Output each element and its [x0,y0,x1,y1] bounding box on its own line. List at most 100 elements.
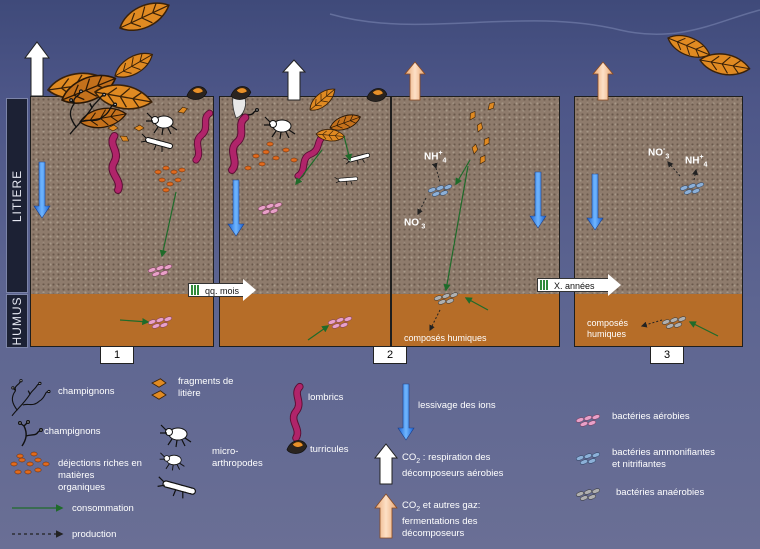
legend-co2-resp-label: CO2 : respiration des décomposeurs aérob… [402,452,503,480]
legend-co2-resp-pre: CO [402,452,417,463]
nh4-label-panel-2: NH+4 [424,150,446,164]
ammon-bacteria-panel-3 [679,181,705,196]
legend-turricule-label: turricules [310,444,349,455]
legend-co2-resp-sub: 2 [416,457,421,465]
worm-panel-1a [108,136,122,190]
arrow-consumption-2c [307,325,330,341]
arrow-consumption-2e [443,165,469,292]
arrow-consumption-2f [464,297,489,311]
nh4-text-3: NH [685,155,700,167]
leaching-arrow-1 [33,161,51,219]
arrow-production-humic-2 [429,309,441,332]
panel-2-left-humus [219,294,391,347]
leaf-panel-2a [305,83,340,116]
floating-leaf-top [114,0,175,39]
legend-consumption-label: consommation [72,503,134,514]
frags-panel-2r [467,100,498,166]
time-arrow-months: qq. mois [188,279,256,301]
time-arrow-years-bars [540,280,549,290]
legend-pellets-icon [10,451,50,475]
no3-sub-2: 3 [421,223,426,231]
top-swirl [329,9,760,36]
legend-gas-sub: 2 [416,505,421,513]
anaerobic-bacteria-panel-3 [661,315,687,330]
springtail-panel-2b [334,171,357,190]
arrow-production-humic-3 [640,319,663,328]
time-arrow-years-label: X. années [554,281,595,291]
time-arrow-years-tip [608,274,621,296]
aerobic-bacteria-panel-1b [147,315,173,330]
panel-3-humus [574,294,743,347]
leaching-arrow-4 [586,173,604,231]
arrow-consumption-1 [159,191,177,258]
legend-worm-icon [294,387,300,438]
nh4-label-panel-3: NH+4 [685,154,707,168]
worm-panel-2a [229,116,245,170]
no3-label-panel-3: NO-3 [648,146,669,160]
time-arrow-months-tip [243,279,256,301]
legend-fungus-label-1: champignons [58,386,115,397]
time-arrow-years: X. années [537,274,621,296]
no3-sup-2: - [419,216,422,223]
no3-sup-3: - [663,146,666,153]
humus-label: HUMUS [6,294,28,348]
panel-3-litter [574,96,743,296]
arrow-consumption-3 [688,321,719,337]
legend-gas-arrow-icon [374,493,398,539]
pellets-panel-2 [244,141,298,171]
co2-arrow-1 [24,41,50,97]
anaerobic-bacteria-panel-2 [433,291,459,306]
legend-turricule-icon [286,440,308,454]
legend-dejections-label: déjections riches en matières organiques [58,458,142,493]
leaching-arrow-3 [529,171,547,229]
litiere-label: LITIERE [6,98,28,293]
panel-number-1: 1 [100,346,134,364]
nh4-sup-2: + [438,150,443,157]
no3-text-3: NO [648,147,663,159]
legend-aerobic-bacteria-icon [575,413,601,428]
co2-arrow-2 [281,59,307,101]
legend-aerobic-label: bactéries aérobies [612,411,690,422]
legend-microarthropods-icon [158,424,193,498]
legend-anaerobic-label: bactéries anaérobies [616,487,705,498]
worm-panel-1b [194,112,210,161]
gas-arrow-3 [592,61,614,101]
legend-co2-arrow-icon [373,443,399,485]
no3-text-2: NO [404,217,419,229]
nh4-sub-2: 4 [442,157,447,165]
arrow-consumption-1b [119,317,150,326]
panel-1-litter [30,96,214,296]
aerobic-bacteria-panel-2a [257,201,283,216]
turricule-panel-2a [230,86,252,100]
turricule-panel-2b [366,88,388,102]
arrow-consumption-2d [455,159,471,186]
arrow-production-no3 [417,197,427,216]
legend-microarthropods-label: micro- arthropodes [212,446,263,469]
legend-ammon-label: bactéries ammonifiantes et nitrifiantes [612,447,715,470]
bug-panel-1 [145,112,178,136]
litter-leaf-1e [110,46,158,85]
legend-worm-label: lombrics [308,392,344,403]
aerobic-bacteria-panel-2b [327,315,353,330]
legend-fungus-label-2: champignons [44,426,101,437]
legend-gas-label: CO2 et autres gaz: fermentations des déc… [402,500,480,540]
springtail-panel-2 [343,147,370,171]
leaching-arrow-2 [227,179,245,237]
worm-panel-2b [296,133,325,178]
legend-fragments-label: fragments de litière [178,376,234,399]
humic-label-panel-2: composés humiques [404,333,487,343]
arrow-production-nh4-3 [692,168,699,181]
legend-co2-resp-post: : respiration des décomposeurs aérobies [402,452,504,479]
time-arrow-months-body: qq. mois [188,283,244,297]
arrow-consumption-2b [343,135,353,162]
nh4-sub-3: 4 [703,161,708,169]
gas-arrow-2 [404,61,426,101]
arrow-production-no3-3 [667,161,681,177]
nh4-text-2: NH [424,151,439,163]
no3-sub-3: 3 [665,153,670,161]
panel-number-2: 2 [373,346,407,364]
arrow-production-nh4 [431,162,441,183]
legend-fragments-icon [151,378,167,400]
legend-fungus-icon-2 [18,420,44,447]
